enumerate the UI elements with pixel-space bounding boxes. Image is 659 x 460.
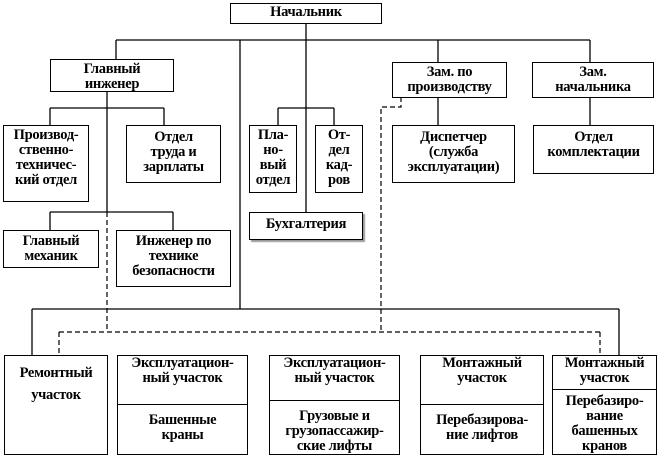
section-installation-cranes-box: Монтажный участок Перебазиро- вание баше…	[552, 355, 657, 455]
dispatcher-label: Диспетчер (служба эксплуатации)	[407, 129, 500, 175]
section-subtitle: Перебазиро- вание башенных кранов	[565, 393, 644, 454]
accounting-box: Бухгалтерия	[249, 212, 363, 240]
section-title: Монтажный участок	[564, 355, 645, 386]
accounting-label: Бухгалтерия	[265, 216, 347, 232]
section-title: Монтажный участок	[442, 355, 522, 386]
hr-dept-label: От- дел кад- ров	[325, 127, 353, 188]
chief-engineer-label: Главный инженер	[83, 61, 141, 92]
chief-engineer-box: Главный инженер	[50, 59, 174, 92]
supply-dept-label: Отдел комплектации	[547, 129, 640, 160]
labor-dept-label: Отдел труда и зарплаты	[143, 129, 204, 175]
supply-dept-box: Отдел комплектации	[533, 125, 654, 174]
section-title: Ремонтный участок	[19, 365, 93, 403]
section-operation-lifts-box: Эксплуатацион- ный участок Грузовые и гр…	[269, 355, 400, 455]
section-title: Эксплуатацион- ный участок	[283, 355, 386, 386]
section-installation-lifts-box: Монтажный участок Перебазирова- ние лифт…	[420, 355, 544, 455]
hr-dept-box: От- дел кад- ров	[315, 125, 363, 193]
chief-mechanic-box: Главный механик	[3, 230, 99, 268]
deputy-head-box: Зам. начальника	[532, 62, 654, 98]
section-title: Эксплуатацион- ный участок	[131, 355, 234, 386]
chief-mechanic-label: Главный механик	[22, 233, 80, 264]
deputy-head-label: Зам. начальника	[555, 64, 631, 95]
section-operation-cranes-box: Эксплуатацион- ный участок Башенные кран…	[117, 355, 248, 455]
pto-label: Производ- ственно- техничес- кий отдел	[13, 127, 79, 188]
deputy-production-box: Зам. по производству	[392, 62, 507, 98]
planning-dept-label: Пла- но- вый отдел	[255, 127, 291, 188]
deputy-production-label: Зам. по производству	[407, 64, 492, 95]
pto-box: Производ- ственно- техничес- кий отдел	[3, 125, 89, 202]
safety-engineer-label: Инженер по технике безопасности	[132, 233, 215, 279]
section-subtitle: Перебазирова- ние лифтов	[436, 412, 528, 443]
head-box: Начальник	[230, 3, 382, 24]
planning-dept-box: Пла- но- вый отдел	[249, 125, 297, 193]
safety-engineer-box: Инженер по технике безопасности	[116, 230, 231, 287]
labor-dept-box: Отдел труда и зарплаты	[126, 125, 221, 183]
section-repair-box: Ремонтный участок	[4, 355, 108, 455]
head-label: Начальник	[270, 4, 342, 20]
section-subtitle: Башенные краны	[148, 412, 217, 443]
dispatcher-box: Диспетчер (служба эксплуатации)	[392, 125, 515, 183]
section-subtitle: Грузовые и грузопассажир- ские лифты	[285, 408, 384, 454]
